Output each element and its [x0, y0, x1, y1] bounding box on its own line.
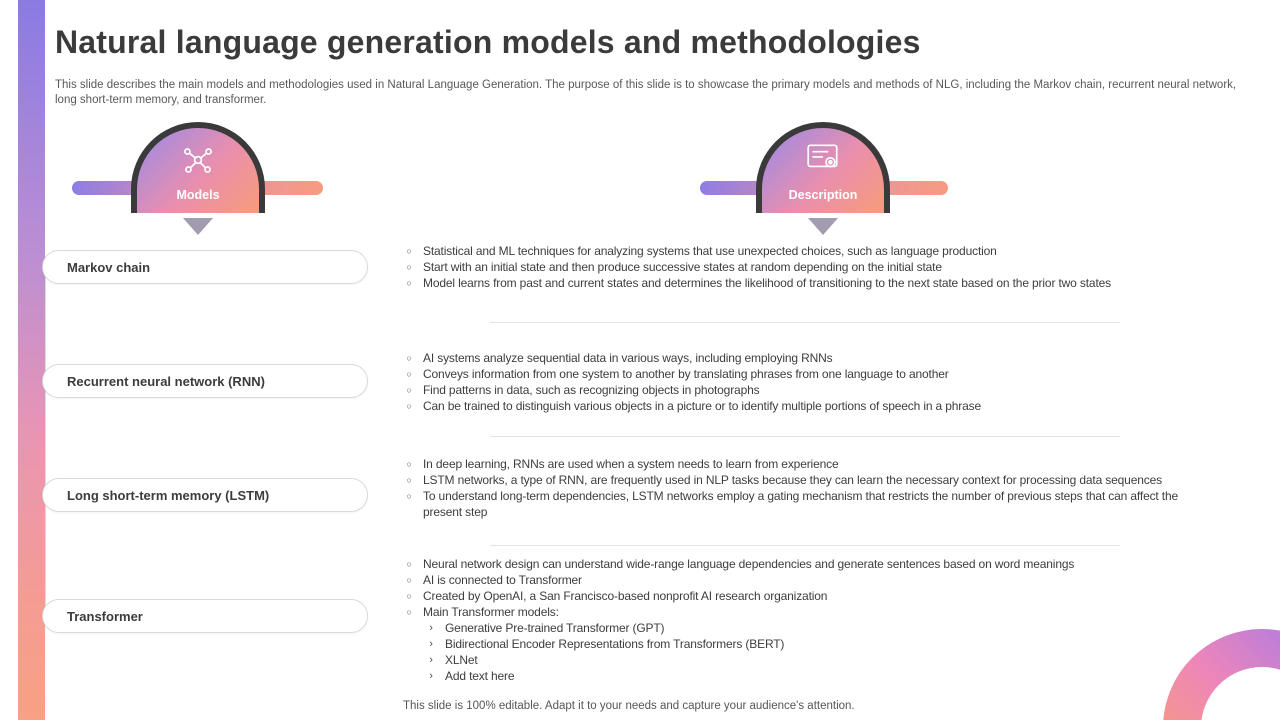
bullet-point: ○ LSTM networks, a type of RNN, are frequ…	[403, 472, 1208, 488]
page-title: Natural language generation models and m…	[55, 24, 921, 60]
bullet-text: Main Transformer models:	[423, 605, 559, 619]
bullet-text: Model learns from past and current state…	[423, 276, 1111, 290]
bullet-point: ○ In deep learning, RNNs are used when a …	[403, 456, 1208, 472]
bullet-point: ○ Statistical and ML techniques for analy…	[403, 243, 1208, 259]
sub-bullet-icon: ›	[429, 638, 433, 650]
section-divider	[490, 436, 1120, 437]
model-pill-label: Recurrent neural network (RNN)	[67, 373, 265, 389]
bullet-point: ○ Model learns from past and current stat…	[403, 275, 1208, 291]
bullet-point: ○ AI is connected to Transformer	[403, 572, 1208, 588]
bullet-icon: ○	[406, 491, 412, 501]
bullet-text: Neural network design can understand wid…	[423, 557, 1075, 571]
models-header-badge: Models	[131, 122, 265, 213]
bullet-icon: ○	[406, 246, 412, 256]
bullet-icon: ○	[406, 401, 412, 411]
model-pill-rnn: Recurrent neural network (RNN)	[42, 364, 368, 398]
model-pill-label: Long short-term memory (LSTM)	[67, 487, 270, 503]
models-pointer-triangle	[183, 218, 213, 235]
bullet-icon: ○	[406, 278, 412, 288]
bullet-text: Can be trained to distinguish various ob…	[423, 399, 982, 413]
sub-bullet-point: › Generative Pre-trained Transformer (GPT…	[425, 620, 1208, 636]
model-pill-label: Transformer	[67, 608, 143, 624]
sub-bullet-icon: ›	[429, 654, 433, 666]
description-header-badge: Description	[756, 122, 890, 213]
bullet-text: AI systems analyze sequential data in va…	[423, 351, 833, 365]
editable-note: This slide is 100% editable. Adapt it to…	[403, 700, 855, 712]
bullet-text: LSTM networks, a type of RNN, are freque…	[423, 473, 1162, 487]
sub-bullet-icon: ›	[429, 622, 433, 634]
bullet-text: Start with an initial state and then pro…	[423, 260, 942, 274]
bullet-text: Statistical and ML techniques for analyz…	[423, 244, 997, 258]
section-divider	[490, 545, 1120, 546]
bullet-point: ○ Created by OpenAI, a San Francisco-base…	[403, 588, 1208, 604]
bullet-text: To understand long-term dependencies, LS…	[423, 489, 1179, 519]
model-pill-lstm: Long short-term memory (LSTM)	[42, 478, 368, 512]
bullet-point: ○ Can be trained to distinguish various o…	[403, 398, 1208, 414]
bullet-text: Conveys information from one system to a…	[423, 367, 949, 381]
bullet-point: ○ To understand long-term dependencies, L…	[403, 488, 1208, 520]
model-pill-label: Markov chain	[67, 259, 151, 275]
sub-bullet-text: Generative Pre-trained Transformer (GPT)	[445, 621, 665, 635]
description-section-rnn: ○ AI systems analyze sequential data in v…	[403, 350, 1208, 414]
description-header-label: Description	[788, 188, 858, 202]
bullet-icon: ○	[406, 369, 412, 379]
bullet-text: In deep learning, RNNs are used when a s…	[423, 457, 839, 471]
bullet-icon: ○	[406, 262, 412, 272]
bullet-icon: ○	[406, 353, 412, 363]
left-accent-bar	[18, 0, 45, 720]
bullet-point: ○ Main Transformer models:	[403, 604, 1208, 620]
bullet-icon: ○	[406, 559, 412, 569]
description-section-transformer: ○ Neural network design can understand wi…	[403, 556, 1208, 684]
bullet-text: Created by OpenAI, a San Francisco-based…	[423, 589, 828, 603]
sub-bullet-text: Bidirectional Encoder Representations fr…	[445, 637, 785, 651]
description-section-lstm: ○ In deep learning, RNNs are used when a …	[403, 456, 1208, 520]
model-pill-markov-chain: Markov chain	[42, 250, 368, 284]
document-gear-icon	[762, 142, 884, 174]
sub-bullet-text: XLNet	[445, 653, 478, 667]
bullet-point: ○ Neural network design can understand wi…	[403, 556, 1208, 572]
pill-connector-line	[45, 267, 46, 616]
model-pill-transformer: Transformer	[42, 599, 368, 633]
bullet-point: ○ Find patterns in data, such as recogniz…	[403, 382, 1208, 398]
sub-bullet-point: › Add text here	[425, 668, 1208, 684]
bullet-text: AI is connected to Transformer	[423, 573, 582, 587]
sub-bullet-text: Add text here	[445, 669, 515, 683]
models-header-label: Models	[176, 188, 220, 202]
bullet-point: ○ Conveys information from one system to …	[403, 366, 1208, 382]
bullet-icon: ○	[406, 575, 412, 585]
section-divider	[490, 322, 1120, 323]
bullet-icon: ○	[406, 607, 412, 617]
bullet-text: Find patterns in data, such as recognizi…	[423, 383, 760, 397]
network-nodes-icon	[137, 142, 259, 178]
bullet-point: ○ AI systems analyze sequential data in v…	[403, 350, 1208, 366]
bullet-icon: ○	[406, 459, 412, 469]
bullet-icon: ○	[406, 385, 412, 395]
slide-subtitle: This slide describes the main models and…	[55, 79, 1237, 106]
corner-ring-decoration	[1163, 629, 1280, 720]
bullet-icon: ○	[406, 475, 412, 485]
bullet-point: ○ Start with an initial state and then pr…	[403, 259, 1208, 275]
description-pointer-triangle	[808, 218, 838, 235]
sub-bullet-point: › XLNet	[425, 652, 1208, 668]
bullet-icon: ○	[406, 591, 412, 601]
sub-bullet-point: › Bidirectional Encoder Representations f…	[425, 636, 1208, 652]
description-section-markov-chain: ○ Statistical and ML techniques for analy…	[403, 243, 1208, 291]
sub-bullet-icon: ›	[429, 670, 433, 682]
